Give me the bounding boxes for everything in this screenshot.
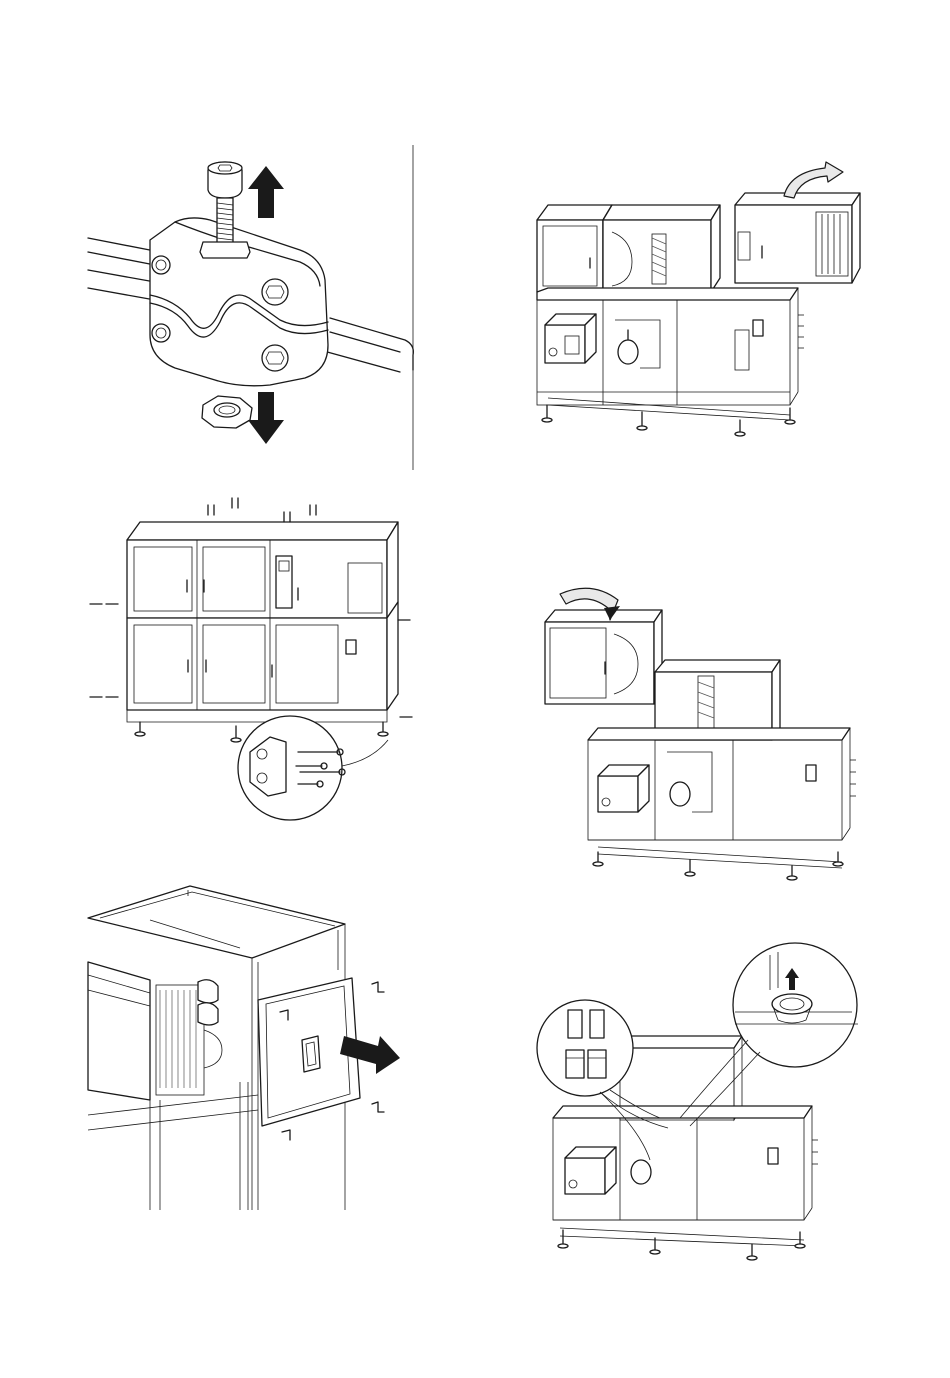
compressor-icon <box>565 1147 616 1194</box>
magnifier-callout-icon <box>680 943 858 1126</box>
adjustable-foot-icon <box>558 1230 805 1260</box>
